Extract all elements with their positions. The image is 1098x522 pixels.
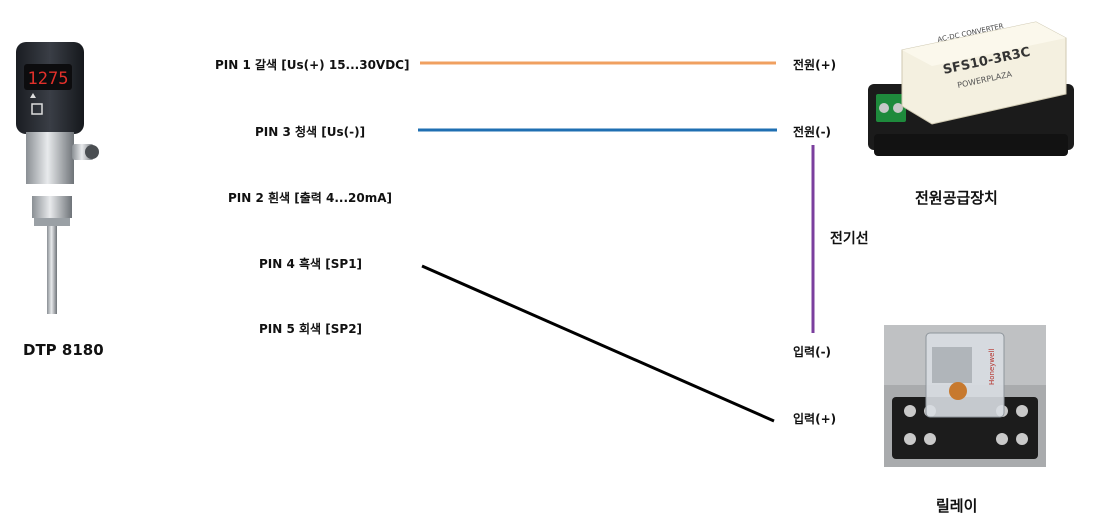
pin-label-1: PIN 1 갈색 [Us(+) 15...30VDC] bbox=[215, 58, 410, 72]
sensor-display-digits: 1275 bbox=[28, 69, 69, 89]
pin-label-3: PIN 3 청색 [Us(-)] bbox=[255, 125, 366, 139]
terminal-power-plus: 전원(+) bbox=[793, 58, 837, 72]
power-supply-image: AC-DC CONVERTER SFS10-3R3C POWERPLAZA bbox=[868, 21, 1074, 156]
pin-label-5: PIN 5 회색 [SP2] bbox=[259, 322, 363, 336]
terminal-power-minus: 전원(-) bbox=[793, 125, 832, 139]
wire-pin4-black bbox=[421, 264, 775, 423]
relay-image: Honeywell bbox=[884, 325, 1046, 467]
power-supply-caption: 전원공급장치 bbox=[915, 189, 998, 207]
pressure-sensor-image: 1275 bbox=[16, 42, 99, 314]
pin-label-2: PIN 2 흰색 [출력 4...20mA] bbox=[228, 191, 393, 205]
pin-label-4: PIN 4 흑색 [SP1] bbox=[259, 257, 363, 271]
relay-caption: 릴레이 bbox=[936, 497, 978, 515]
terminal-input-minus: 입력(-) bbox=[793, 345, 832, 359]
terminal-input-plus: 입력(+) bbox=[793, 412, 837, 426]
sensor-caption: DTP 8180 bbox=[23, 341, 104, 359]
jumper-wire-caption: 전기선 bbox=[830, 231, 869, 247]
relay-brand: Honeywell bbox=[988, 349, 996, 385]
